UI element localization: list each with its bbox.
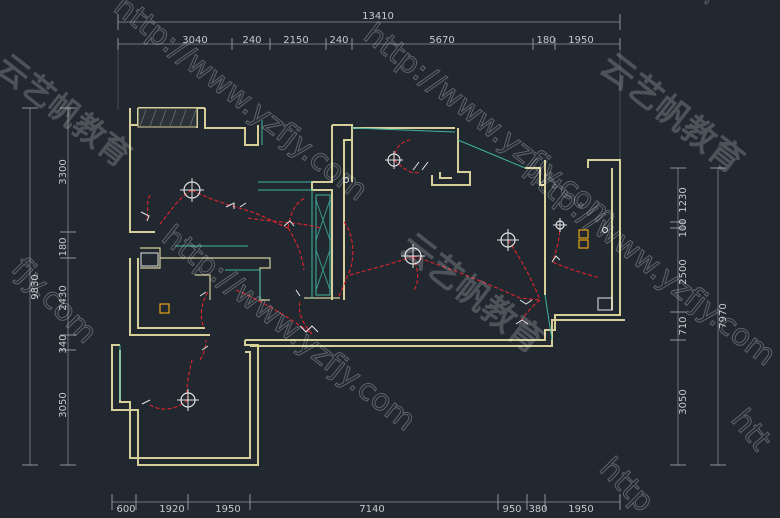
top-dimension-3: 2150 bbox=[283, 35, 308, 46]
top-total-dimension: 13410 bbox=[362, 11, 394, 22]
switch-icon bbox=[299, 325, 319, 333]
bottom-dimension-7: 1950 bbox=[568, 504, 593, 515]
top-dimension-6: 180 bbox=[536, 35, 555, 46]
ceiling-light-icon bbox=[553, 218, 567, 232]
switch-icon bbox=[140, 211, 150, 222]
ceiling-light-icon bbox=[385, 151, 403, 169]
left-dimension-5: 3050 bbox=[58, 392, 69, 417]
top-dimension-2: 240 bbox=[242, 35, 261, 46]
watermark-brand: 云艺帆教育 bbox=[392, 226, 551, 362]
outlet-icon bbox=[578, 239, 589, 249]
top-dimension-7: 1950 bbox=[568, 35, 593, 46]
dimension-labels: 13410 3040 240 2150 240 5670 180 1950 60… bbox=[30, 11, 729, 515]
left-total-dimension: 9830 bbox=[30, 274, 41, 299]
ceiling-light-icon bbox=[401, 244, 425, 268]
top-dimension-5: 5670 bbox=[429, 35, 454, 46]
switch-icon bbox=[141, 399, 151, 405]
ceiling-light-icon bbox=[180, 178, 204, 202]
bottom-dimension-6: 380 bbox=[528, 504, 547, 515]
bottom-dimension-4: 7140 bbox=[359, 504, 384, 515]
outlet-icon bbox=[159, 303, 170, 314]
dimension-lines bbox=[22, 14, 726, 510]
switches bbox=[140, 161, 561, 405]
watermark-brand: 云艺帆教育 bbox=[592, 46, 751, 182]
bottom-dimension-3: 1950 bbox=[215, 504, 240, 515]
right-dimension-3: 2500 bbox=[678, 259, 689, 284]
watermark-fragment: htt bbox=[724, 403, 778, 458]
hatched-wall bbox=[137, 107, 198, 128]
switch-icon bbox=[225, 202, 235, 209]
switch-icon bbox=[519, 299, 533, 305]
bottom-dimension-2: 1920 bbox=[159, 504, 184, 515]
left-dimension-1: 3300 bbox=[58, 159, 69, 184]
switch-icon bbox=[295, 289, 301, 297]
right-total-dimension: 7970 bbox=[718, 303, 729, 328]
top-dimension-1: 3040 bbox=[182, 35, 207, 46]
bottom-dimension-5: 950 bbox=[502, 504, 521, 515]
right-dimension-1: 1230 bbox=[678, 187, 689, 212]
switch-icon bbox=[283, 220, 295, 227]
right-dimension-2: 100 bbox=[678, 218, 689, 237]
watermark-fragment: http bbox=[592, 451, 660, 518]
left-dimension-4: 340 bbox=[58, 334, 69, 353]
switch-icon bbox=[239, 202, 247, 208]
outlet-icon bbox=[578, 229, 589, 239]
switch-icon bbox=[515, 319, 529, 325]
watermark-fragment: fjy.com bbox=[4, 251, 104, 351]
left-dimension-2: 180 bbox=[58, 237, 69, 256]
bottom-dimension-1: 600 bbox=[116, 504, 135, 515]
watermark-fragment: yzfj bbox=[679, 0, 739, 7]
watermark-url: http://www.yzfjy.com bbox=[107, 0, 374, 208]
switch-icon bbox=[412, 161, 420, 171]
sink-icon bbox=[140, 252, 159, 267]
walls bbox=[111, 107, 625, 466]
left-dimension-3: 2430 bbox=[58, 285, 69, 310]
switch-icon bbox=[199, 291, 207, 297]
ceiling-lights bbox=[177, 151, 567, 411]
fixtures bbox=[140, 177, 613, 314]
sink-icon bbox=[597, 297, 613, 311]
switch-icon bbox=[551, 255, 561, 263]
top-dimension-4: 240 bbox=[329, 35, 348, 46]
fixture-icon bbox=[343, 177, 349, 183]
fixture-icon bbox=[602, 227, 608, 233]
switch-icon bbox=[201, 345, 209, 351]
right-dimension-5: 3050 bbox=[678, 389, 689, 414]
ceiling-light-icon bbox=[177, 389, 199, 411]
switch-icon bbox=[421, 161, 429, 171]
watermark-url: http://www.yzfjy.com bbox=[515, 154, 780, 374]
door-window-lines bbox=[119, 120, 553, 400]
right-dimension-4: 710 bbox=[678, 316, 689, 335]
ceiling-light-icon bbox=[497, 229, 519, 251]
